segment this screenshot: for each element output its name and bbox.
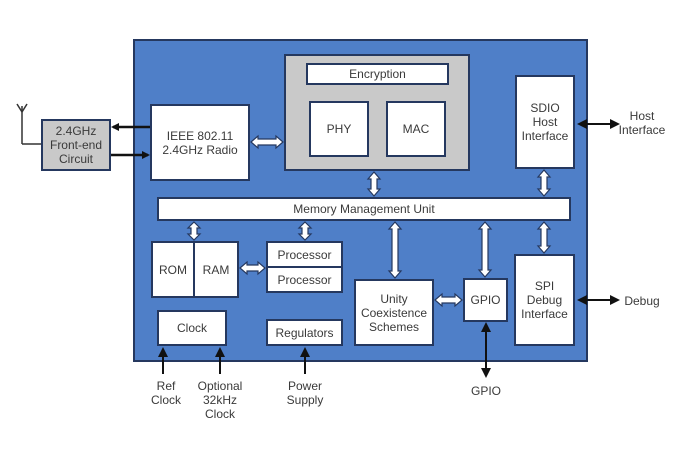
processor-block-2: Processor: [266, 266, 343, 293]
gpio-external-arrow: [481, 322, 491, 378]
host-interface-arrow: [577, 119, 620, 129]
mmu-spi-bus: [536, 221, 552, 254]
mmu-memory-bus: [186, 221, 202, 241]
mmu-unity-bus: [387, 221, 403, 279]
baseband-mmu-bus: [366, 171, 382, 197]
sdio-mmu-bus: [536, 169, 552, 197]
memory-management-unit-block: Memory Management Unit: [157, 197, 571, 221]
mmu-processor-bus: [297, 221, 313, 241]
debug-arrow: [577, 295, 620, 305]
regulators-block: Regulators: [266, 319, 343, 346]
radio-baseband-bus: [250, 134, 284, 150]
mac-block: MAC: [386, 101, 446, 157]
clock-block: Clock: [157, 310, 227, 346]
gpio-external-label: GPIO: [470, 384, 501, 398]
debug-label: Debug: [624, 294, 660, 308]
spi-debug-interface-block: SPI Debug Interface: [514, 254, 575, 346]
sdio-host-interface-block: SDIO Host Interface: [515, 75, 575, 169]
phy-block: PHY: [309, 101, 369, 157]
front-end-circuit-block: 2.4GHz Front-end Circuit: [41, 119, 111, 171]
rom-block: ROM: [151, 241, 195, 298]
radio-block: IEEE 802.11 2.4GHz Radio: [150, 104, 250, 181]
ram-block: RAM: [193, 241, 239, 298]
gpio-block: GPIO: [463, 278, 508, 322]
unity-gpio-bus: [434, 292, 463, 308]
encryption-block: Encryption: [306, 63, 449, 85]
ref-clock-label: Ref Clock: [150, 379, 181, 407]
mmu-gpio-bus: [477, 221, 493, 278]
power-supply-label: Power Supply: [286, 379, 324, 407]
optional-clock-label: Optional 32kHz Clock: [197, 379, 243, 421]
ram-processor-bus: [239, 260, 266, 276]
ref-clock-arrow: [158, 347, 168, 374]
antenna-icon: [16, 103, 41, 145]
unity-coexistence-block: Unity Coexistence Schemes: [354, 279, 434, 346]
host-interface-label: Host Interface: [618, 109, 666, 137]
power-supply-arrow: [300, 347, 310, 374]
optional-clock-arrow: [215, 347, 225, 374]
